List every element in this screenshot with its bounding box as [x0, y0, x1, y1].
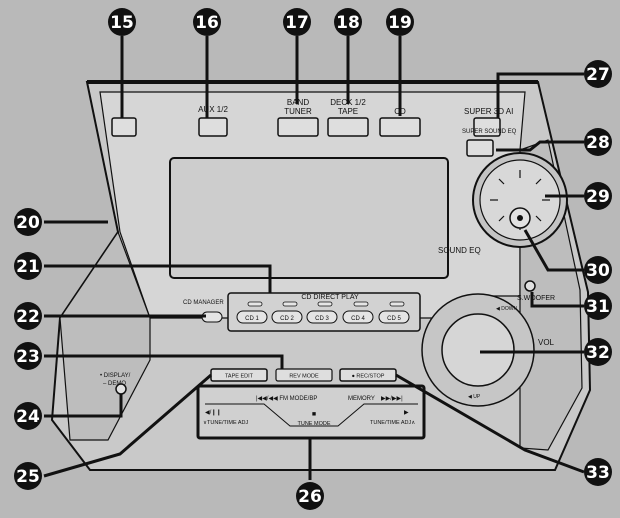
demo-label: – DEMO [103, 381, 126, 387]
callout-33: 33 [584, 458, 612, 486]
callout-24: 24 [14, 402, 42, 430]
band-tuner-button[interactable] [277, 117, 319, 137]
super-sound-eq-label: SUPER SOUND EQ [462, 129, 517, 135]
deck-tape-button[interactable] [327, 117, 369, 137]
callout-16: 16 [193, 8, 221, 36]
svg-text:17: 17 [285, 13, 309, 33]
swoofer-button[interactable] [524, 280, 536, 292]
vol-down-label: ◀ DOWN [496, 306, 517, 312]
callout-27: 27 [584, 60, 612, 88]
rev-mode-label: REV MODE [289, 374, 319, 380]
callout-23: 23 [14, 342, 42, 370]
fm-mode-label: |◀◀/◀◀ FM MODE/BP [256, 396, 317, 402]
cd4-button[interactable] [342, 310, 374, 324]
cd5-button[interactable] [378, 310, 410, 324]
svg-text:21: 21 [16, 257, 40, 277]
svg-text:24: 24 [16, 407, 40, 427]
svg-text:32: 32 [586, 343, 610, 363]
cd1-button[interactable] [236, 310, 268, 324]
callout-17: 17 [283, 8, 311, 36]
callout-20: 20 [14, 208, 42, 236]
power-button[interactable] [111, 117, 137, 137]
cd-button[interactable] [379, 117, 421, 137]
callout-18: 18 [334, 8, 362, 36]
tape-edit-label: TAPE EDIT [225, 374, 254, 380]
tune-mode-label: TUNE MODE [298, 421, 331, 427]
vol-label: VOL [538, 338, 555, 347]
memory-label: MEMORY [348, 396, 375, 402]
play-label: ▶ [404, 410, 409, 416]
callout-15: 15 [108, 8, 136, 36]
vol-up-label: ◀ UP [468, 394, 481, 400]
stop-label: ■ [312, 411, 316, 418]
sound-eq-label: SOUND EQ [438, 246, 481, 255]
callout-22: 22 [14, 302, 42, 330]
cd5-label: CD 5 [387, 316, 401, 322]
callout-31: 31 [584, 292, 612, 320]
cd3-button[interactable] [306, 310, 338, 324]
cd2-button[interactable] [271, 310, 303, 324]
super-3d-button[interactable] [473, 117, 501, 137]
callout-21: 21 [14, 252, 42, 280]
aux-button[interactable] [198, 117, 228, 137]
svg-text:30: 30 [586, 261, 610, 281]
callout-26: 26 [296, 482, 324, 510]
svg-text:15: 15 [110, 13, 134, 33]
volume-knob[interactable] [441, 313, 515, 387]
cd3-label: CD 3 [315, 316, 329, 322]
svg-text:20: 20 [16, 213, 40, 233]
cd2-label: CD 2 [280, 316, 294, 322]
swoofer-label: S.WOOFER [517, 295, 555, 302]
svg-text:25: 25 [16, 467, 40, 487]
callout-19: 19 [386, 8, 414, 36]
cd-manager-label: CD MANAGER [183, 300, 224, 306]
sound-eq-ticks [490, 170, 550, 230]
tune-up-label: TUNE/TIME ADJ∧ [370, 420, 415, 426]
aux-label: AUX 1/2 [198, 105, 228, 114]
play-pause-label: ◀/❙❙ [205, 409, 221, 416]
transport-dividers [205, 403, 418, 427]
callout-32: 32 [584, 338, 612, 366]
leader-lines [43, 36, 585, 480]
cd1-label: CD 1 [245, 316, 259, 322]
svg-text:16: 16 [195, 13, 219, 33]
sound-eq-center-dot [517, 215, 523, 221]
tape-label: TAPE [338, 107, 358, 116]
svg-text:31: 31 [586, 297, 610, 317]
super3d-label: SUPER 3D AI [464, 107, 513, 116]
cd4-label: CD 4 [351, 316, 365, 322]
svg-text:19: 19 [388, 13, 412, 33]
ffwd-label: ▶▶/▶▶| [381, 396, 403, 402]
svg-text:28: 28 [586, 133, 610, 153]
super-sound-eq-button[interactable] [466, 139, 494, 157]
rec-stop-label: ● REC/STOP [352, 374, 385, 380]
tune-down-label: ∨TUNE/TIME ADJ [203, 420, 249, 426]
cd-direct-play-label: CD DIRECT PLAY [301, 294, 359, 301]
svg-text:27: 27 [586, 65, 610, 85]
cd-tray-leds [247, 301, 405, 307]
display-demo-button[interactable] [115, 383, 127, 395]
svg-text:23: 23 [16, 347, 40, 367]
svg-text:33: 33 [586, 463, 610, 483]
callout-29: 29 [584, 182, 612, 210]
left-cheek [59, 230, 151, 441]
svg-text:18: 18 [336, 13, 360, 33]
callout-28: 28 [584, 128, 612, 156]
svg-text:22: 22 [16, 307, 40, 327]
display-label: • DISPLAY/ [100, 373, 131, 379]
callout-25: 25 [14, 462, 42, 490]
display-window [169, 157, 449, 279]
svg-text:29: 29 [586, 187, 610, 207]
svg-text:26: 26 [298, 487, 322, 507]
rev-mode-button[interactable] [275, 368, 333, 382]
tuner-label: TUNER [284, 107, 312, 116]
callout-30: 30 [584, 256, 612, 284]
